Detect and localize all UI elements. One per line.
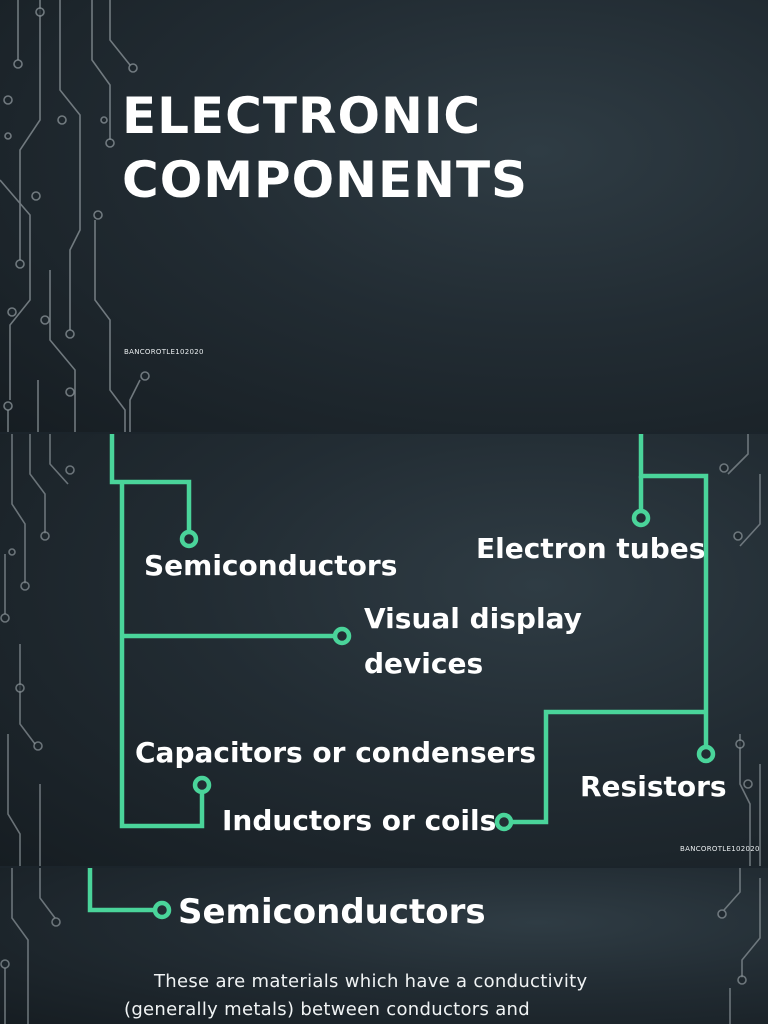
node-electron-tubes: [631, 508, 651, 528]
slide-title: ELECTRONIC COMPONENTS: [122, 84, 528, 212]
node-inductors: [494, 812, 514, 832]
body-line-1: These are materials which have a conduct…: [154, 971, 588, 992]
title-line-1: ELECTRONIC: [122, 87, 482, 145]
section-heading: Semiconductors: [178, 892, 486, 932]
green-circuit-lines: [109, 434, 709, 829]
node-semiconductors: [179, 529, 199, 549]
label-semiconductors: Semiconductors: [144, 549, 398, 582]
node-heading: [152, 900, 172, 920]
title-line-2: COMPONENTS: [122, 151, 529, 209]
label-resistors: Resistors: [580, 770, 727, 803]
label-visual-display-1: Visual display: [364, 602, 582, 635]
circuit-decoration: [0, 0, 150, 432]
green-circuit-line: [87, 868, 156, 913]
circuit-decoration: [0, 434, 761, 866]
label-capacitors: Capacitors or condensers: [135, 736, 537, 769]
node-resistors: [696, 744, 716, 764]
body-line-2: (generally metals) between conductors an…: [124, 999, 530, 1020]
label-inductors: Inductors or coils: [222, 804, 497, 837]
title-slide: ELECTRONIC COMPONENTS BANCOROTLE102020: [0, 0, 768, 432]
label-electron-tubes: Electron tubes: [476, 532, 706, 565]
slide-footer: BANCOROTLE102020: [680, 845, 760, 853]
node-visual-display: [332, 626, 352, 646]
semiconductors-slide: Semiconductors These are materials which…: [0, 868, 768, 1024]
components-diagram-slide: Semiconductors Electron tubes Visual dis…: [0, 434, 768, 866]
slide-footer: BANCOROTLE102020: [124, 348, 204, 356]
body-paragraph: These are materials which have a conduct…: [124, 968, 724, 1024]
circuit-decoration: [0, 868, 761, 1024]
label-visual-display-2: devices: [364, 647, 484, 680]
node-capacitors: [192, 775, 212, 795]
